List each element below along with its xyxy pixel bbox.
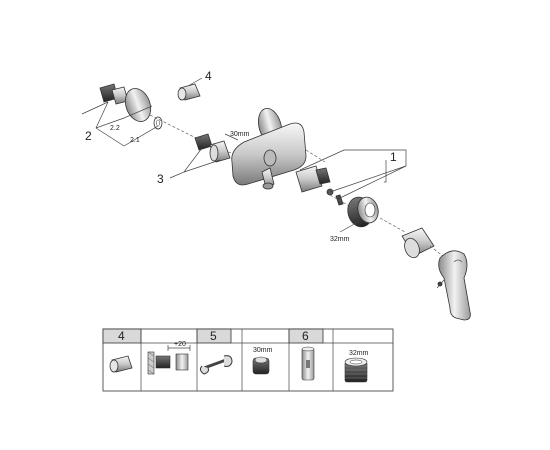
legend-32mm-label: 32mm (349, 350, 369, 357)
legend-table: 4 5 6 +20 30mm (102, 328, 394, 392)
legend-header-5: 5 (210, 329, 217, 343)
dim-30mm-leader (224, 133, 239, 141)
mixer-body-part (231, 107, 307, 190)
callout-2-1-label: 2.1 (130, 137, 140, 144)
legend-nut-30mm-icon (252, 356, 270, 375)
callout-2-bracket (81, 101, 159, 147)
callout-1-label: 1 (390, 150, 397, 164)
small-cap-part (177, 83, 201, 101)
legend-30mm-label: 30mm (253, 347, 273, 354)
callout-3-label: 3 (157, 172, 164, 186)
dim-32mm-left-label: 32mm (330, 236, 350, 243)
legend-extension-icon (147, 345, 191, 375)
nut-fitting-part (194, 133, 231, 163)
sleeve-part (401, 227, 435, 259)
callout-2-label: 2 (85, 129, 92, 143)
callout-4-leader (187, 77, 203, 87)
callout-3-bracket (169, 147, 221, 179)
callout-4-label: 4 (205, 69, 212, 83)
legend-header-6: 6 (302, 329, 309, 343)
legend-header-4: 4 (118, 329, 125, 343)
dim-32mm-leader (339, 221, 359, 233)
dim-30mm-top-label: 30mm (230, 131, 250, 138)
legend-ring-32mm-icon (344, 357, 368, 383)
cartridge-part (295, 165, 344, 206)
callout-1-bracket (299, 149, 407, 199)
wall-connector-part (99, 83, 163, 130)
main-drawing: 1 2 2.2 2.1 3 4 30mm 32mm (81, 69, 471, 321)
legend-plus20-label: +20 (174, 341, 186, 348)
legend-wrench-icon (199, 355, 233, 375)
callout-2-2-label: 2.2 (110, 125, 120, 132)
legend-cap-icon (109, 355, 133, 373)
ring-32mm-part (347, 196, 379, 228)
lever-handle-part (436, 250, 471, 321)
legend-spindle-icon (301, 346, 315, 381)
